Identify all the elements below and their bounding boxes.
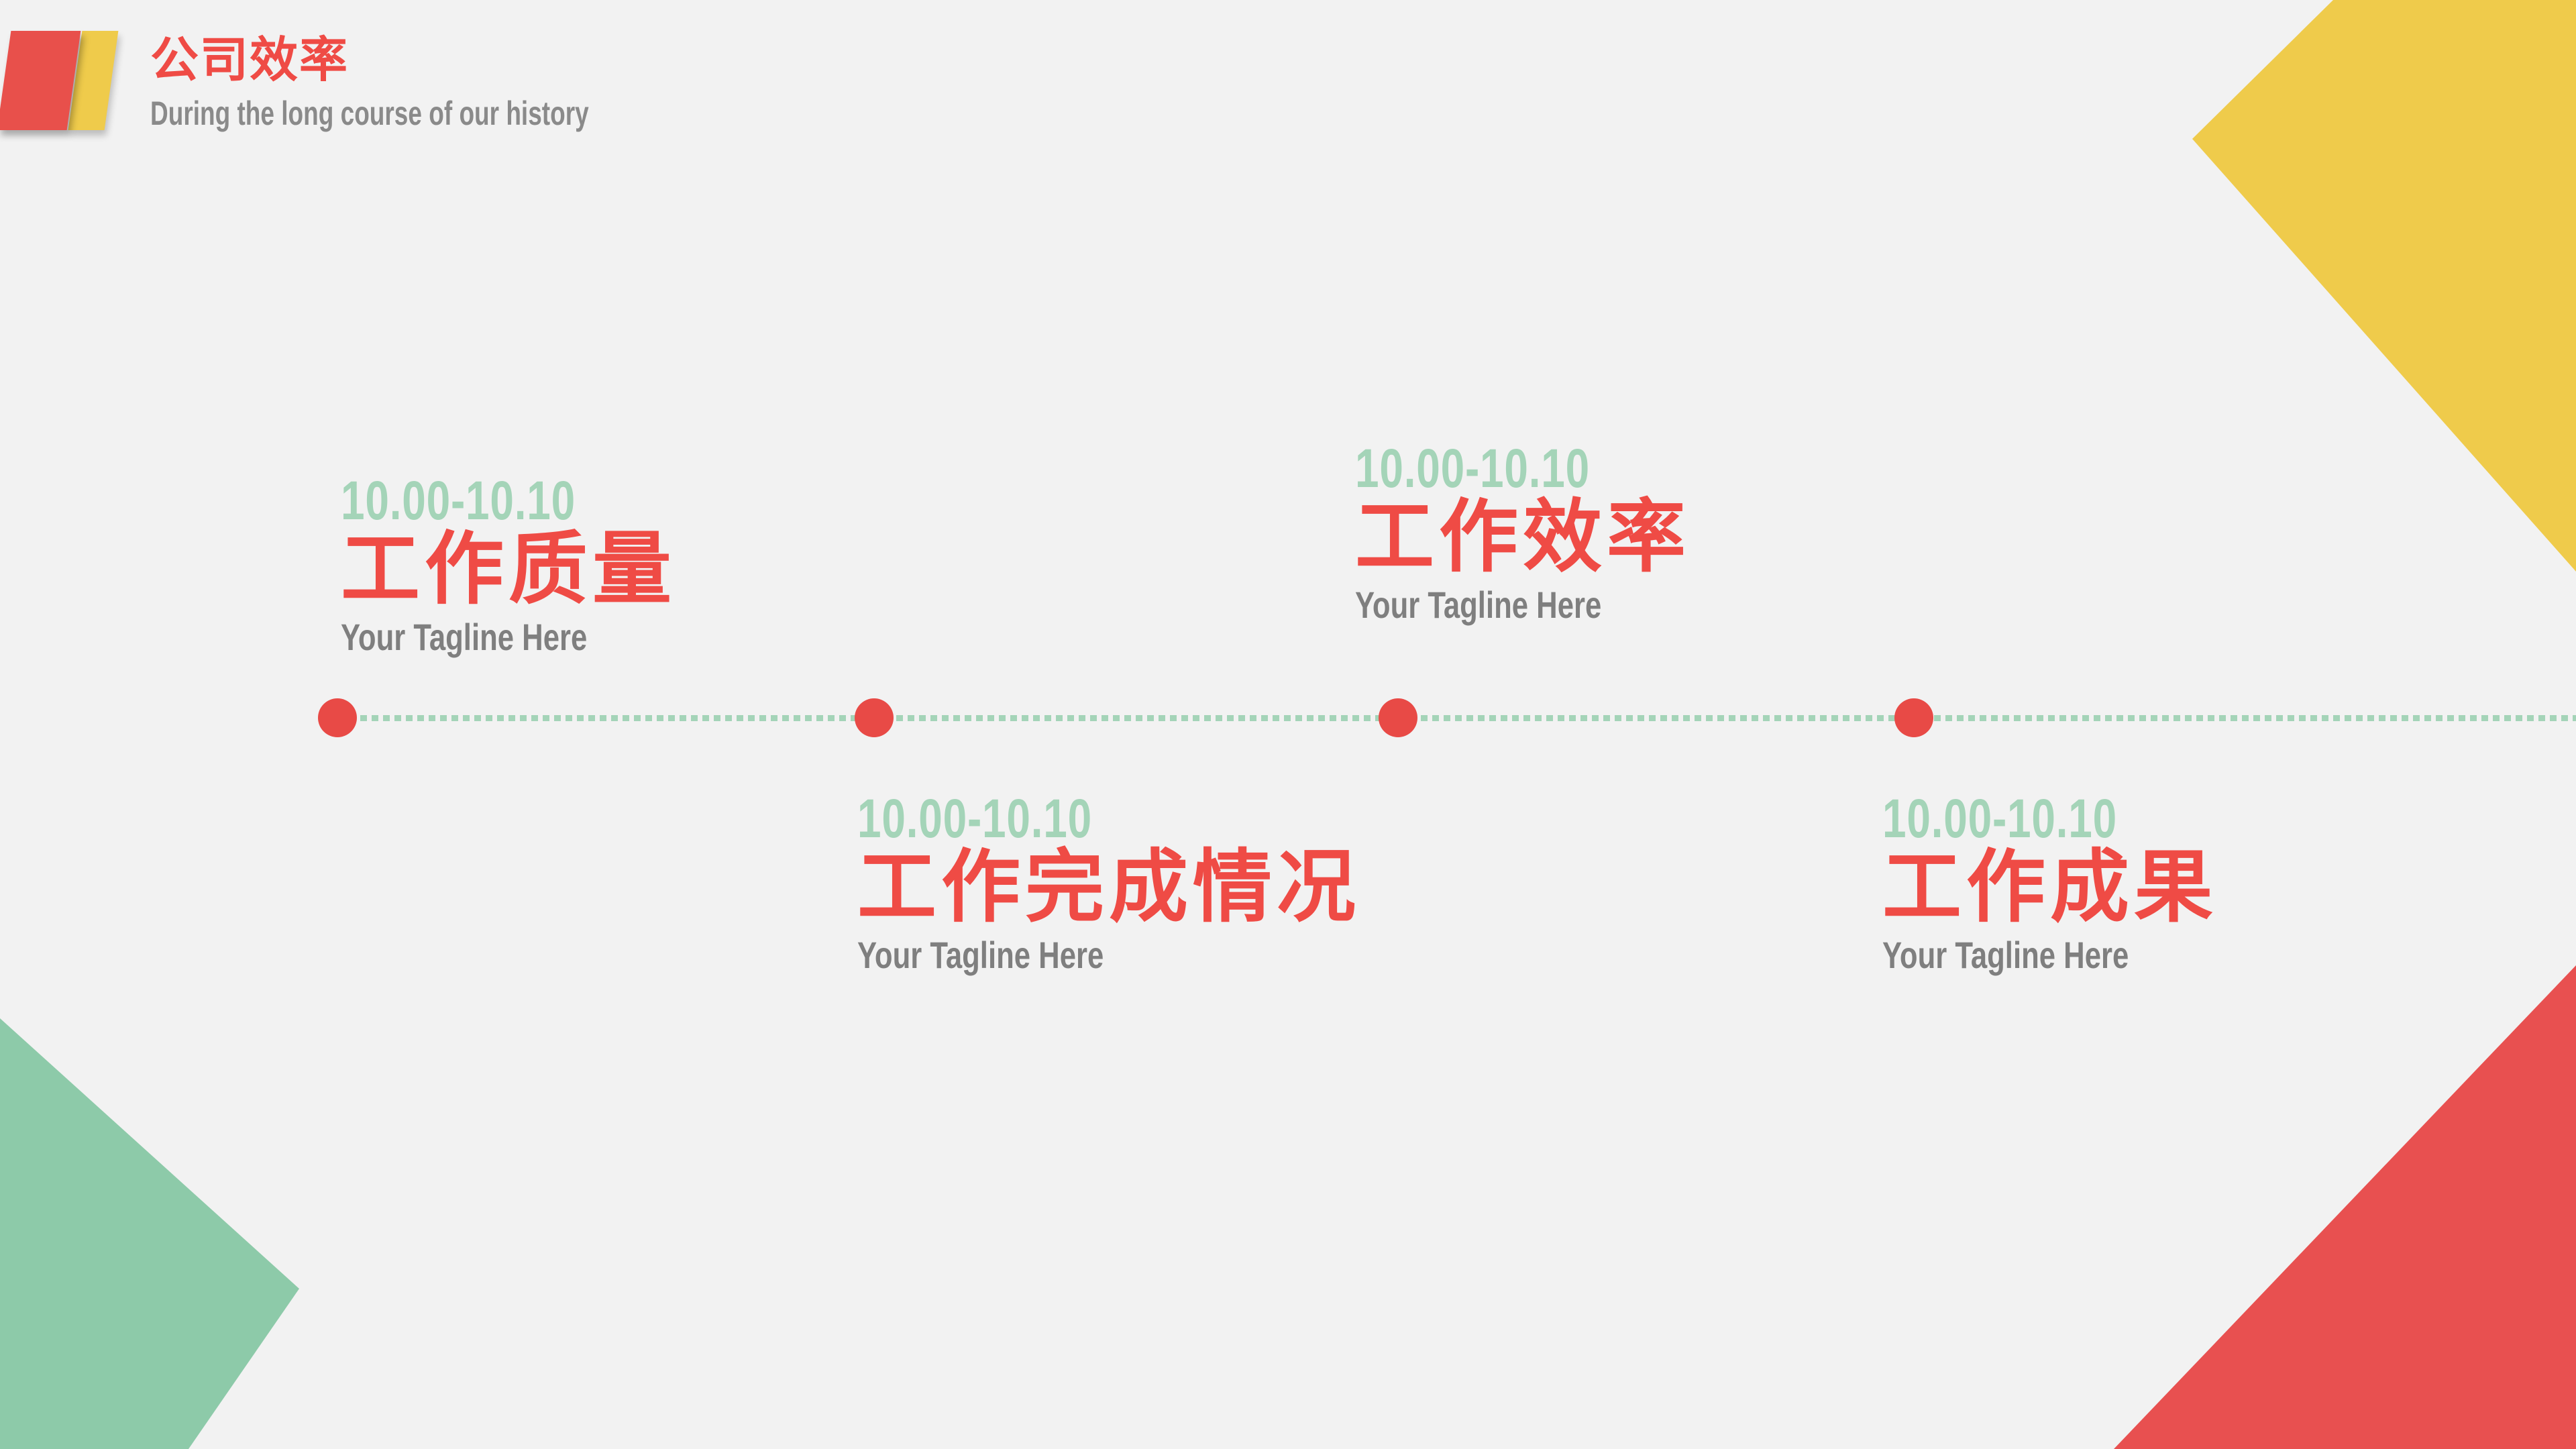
corner-diamond-yellow [2192,0,2576,572]
item-tagline: Your Tagline Here [857,934,1528,977]
item-title: 工作完成情况 [857,843,1361,932]
timeline-dot-1 [318,698,357,737]
timeline-item-4: 10.00-10.10 工作成果 Your Tagline Here [1882,792,2553,977]
item-date: 10.00-10.10 [1355,441,2026,496]
item-title: 工作成果 [1882,843,2218,932]
slide-title: 公司效率 [150,34,350,87]
timeline-item-2: 10.00-10.10 工作完成情况 Your Tagline Here [857,792,1528,977]
corner-diamond-green [0,1018,299,1449]
item-tagline-text: Your Tagline Here [341,616,588,658]
timeline-dot-2 [855,698,894,737]
timeline-item-3: 10.00-10.10 工作效率 Your Tagline Here [1355,441,2026,627]
timeline-item-1: 10.00-10.10 工作质量 Your Tagline Here [341,474,1012,659]
item-title: 工作质量 [341,525,677,614]
item-date-text: 10.00-10.10 [1355,438,1591,499]
item-date: 10.00-10.10 [341,474,1012,529]
item-date: 10.00-10.10 [857,792,1528,847]
timeline-dotted-line [337,715,2576,721]
item-tagline: Your Tagline Here [341,616,1012,659]
item-tagline: Your Tagline Here [1882,934,2553,977]
item-title: 工作效率 [1355,493,1691,582]
item-tagline-text: Your Tagline Here [1882,934,2129,976]
item-tagline-text: Your Tagline Here [857,934,1104,976]
item-tagline-text: Your Tagline Here [1355,584,1602,626]
item-date: 10.00-10.10 [1882,792,2553,847]
timeline-dot-4 [1894,698,1933,737]
item-date-text: 10.00-10.10 [857,788,1093,849]
corner-triangle-red [2114,965,2576,1449]
item-tagline: Your Tagline Here [1355,584,2026,627]
logo-red-parallelogram [0,31,81,130]
timeline-dot-3 [1379,698,1417,737]
item-date-text: 10.00-10.10 [341,470,576,531]
logo-mark [0,31,119,130]
slide-subtitle: During the long course of our history [150,94,743,133]
item-date-text: 10.00-10.10 [1882,788,2118,849]
slide-subtitle-text: During the long course of our history [150,95,589,132]
